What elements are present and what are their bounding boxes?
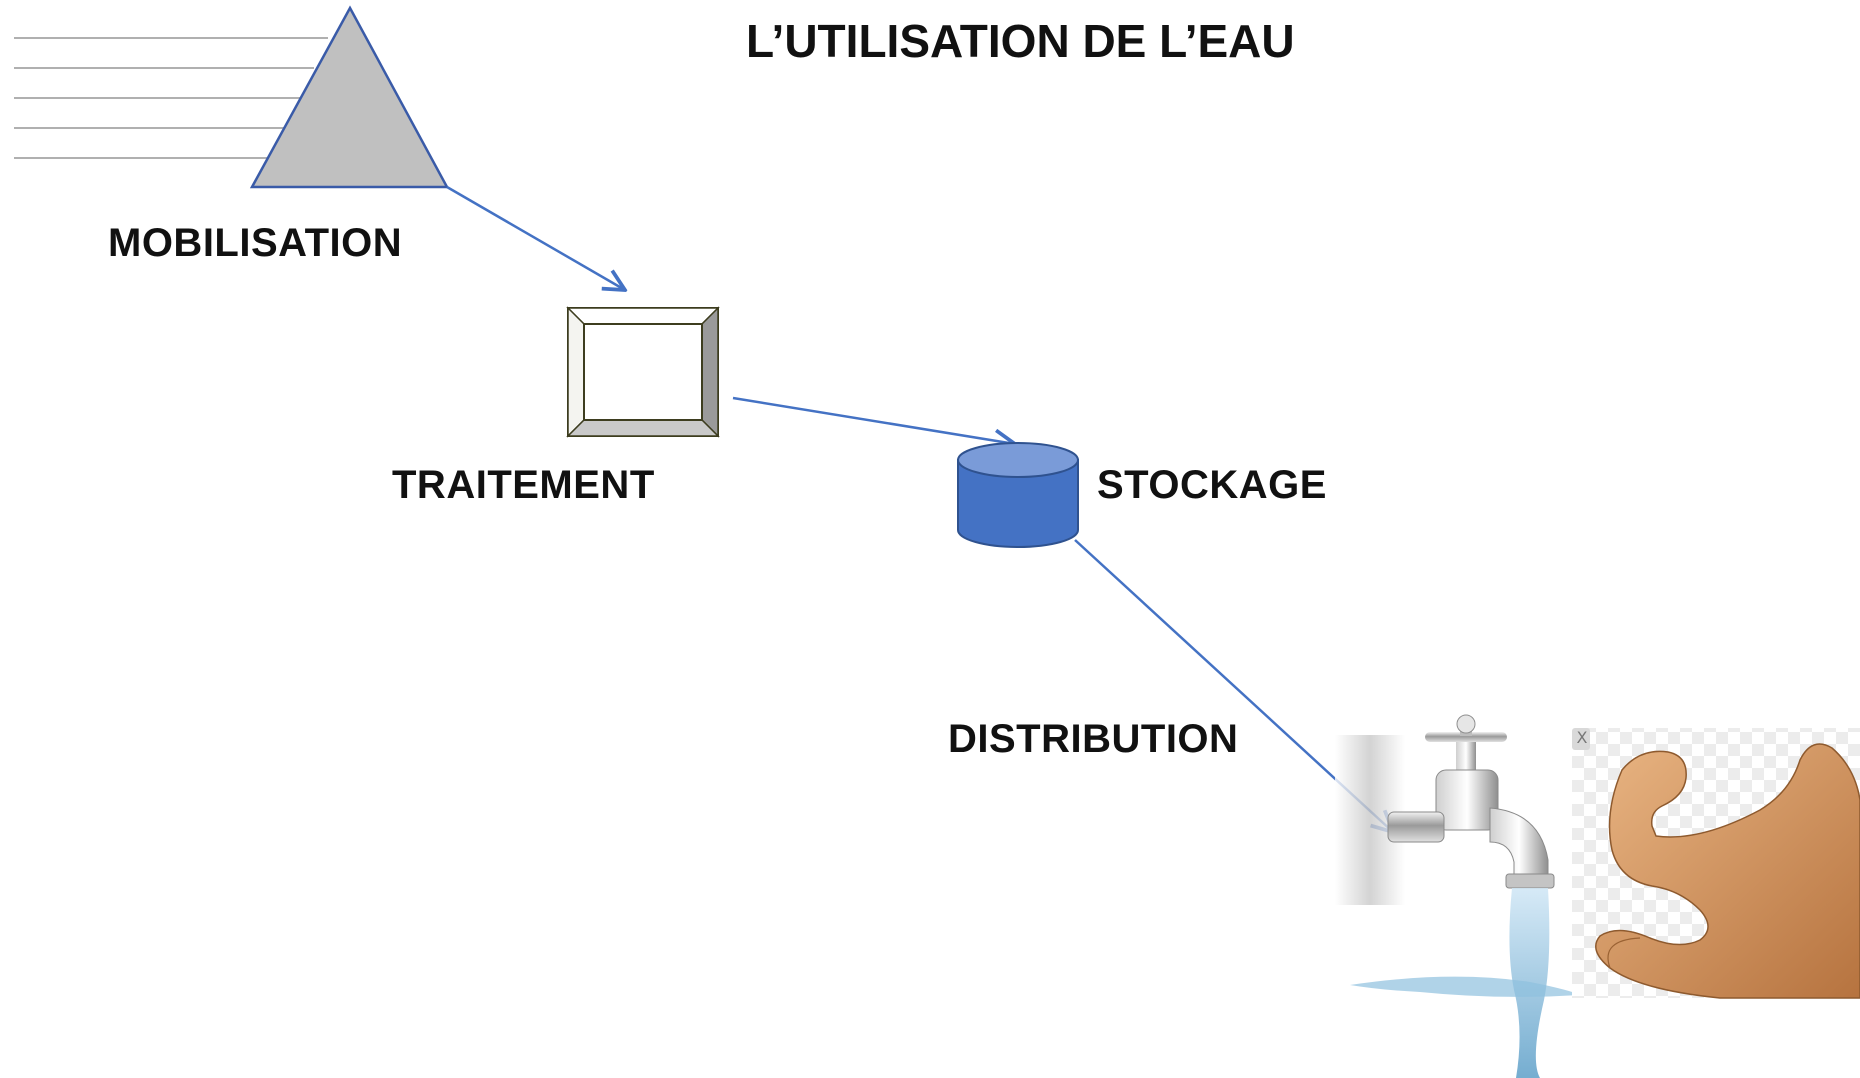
stream-lines (14, 37, 328, 159)
storage-cylinder-icon (957, 442, 1079, 548)
treatment-box-icon (566, 306, 720, 438)
arrow-mobilisation-traitement (446, 185, 625, 290)
water-tap-icon (1335, 714, 1580, 1078)
label-traitement: TRAITEMENT (392, 463, 655, 507)
label-distribution: DISTRIBUTION (948, 717, 1239, 761)
overlay-close-icon (1572, 728, 1590, 750)
mountain-source-icon (14, 5, 450, 189)
overlay-close-glyph[interactable]: X (1576, 728, 1588, 747)
pinching-hand-icon (1572, 728, 1860, 999)
arrow-traitement-stockage (732, 396, 1015, 444)
label-stockage: STOCKAGE (1097, 463, 1327, 507)
label-mobilisation: MOBILISATION (108, 221, 403, 265)
page-title: L’UTILISATION DE L’EAU (746, 15, 1295, 67)
